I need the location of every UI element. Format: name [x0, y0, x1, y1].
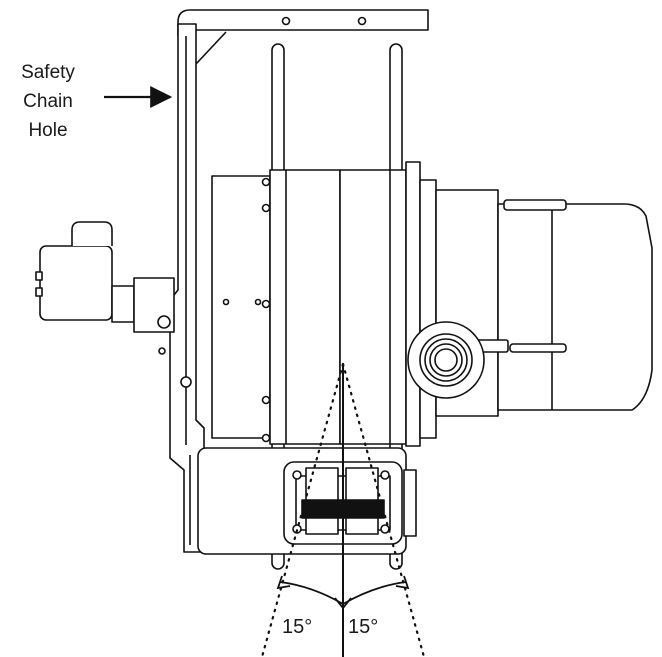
- reel-drum: [211, 169, 439, 445]
- safety-chain-hole-callout: Safety Chain Hole: [0, 58, 96, 145]
- left-motor: [35, 221, 175, 333]
- base-guide-roller: [197, 447, 417, 555]
- callout-line-2: Chain: [23, 91, 73, 112]
- swing-angle-indicator: [260, 362, 426, 657]
- swing-angle-right-label: 15°: [348, 616, 379, 638]
- right-flange-plate: [405, 161, 437, 447]
- callout-line-3: Hole: [28, 120, 68, 141]
- hose-inlet-fitting: [407, 321, 485, 399]
- callout-line-1: Safety: [21, 62, 75, 83]
- swing-angle-left-label: 15°: [282, 616, 313, 638]
